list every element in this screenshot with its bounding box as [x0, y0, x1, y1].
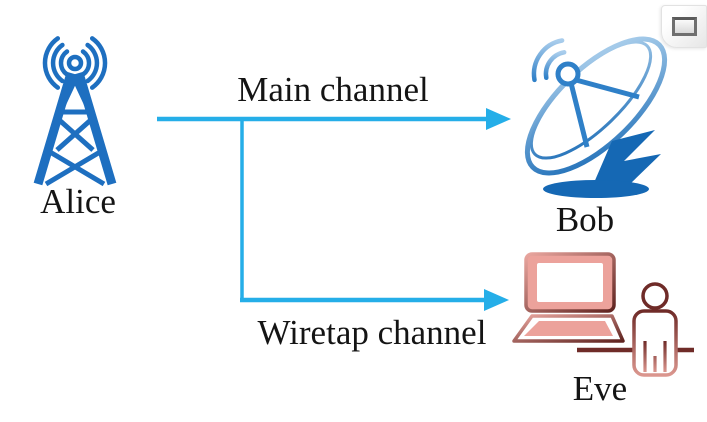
eve-node-label: Eve — [572, 369, 628, 408]
main-channel-arrow — [157, 108, 511, 130]
person-icon — [632, 282, 678, 377]
maximize-button[interactable] — [661, 5, 707, 48]
wiretap-channel-arrow — [240, 120, 509, 311]
laptop-icon — [512, 252, 625, 343]
wiretap-channel-label: Wiretap channel — [257, 313, 487, 352]
bob-node-label: Bob — [555, 200, 615, 239]
wiretap-arrowhead — [484, 289, 509, 311]
alice-node-label: Alice — [40, 182, 116, 221]
main-arrowhead — [486, 108, 511, 130]
radio-tower-icon — [33, 36, 117, 187]
maximize-icon — [671, 17, 697, 36]
satellite-dish-icon — [524, 36, 668, 198]
main-channel-label: Main channel — [237, 70, 429, 109]
